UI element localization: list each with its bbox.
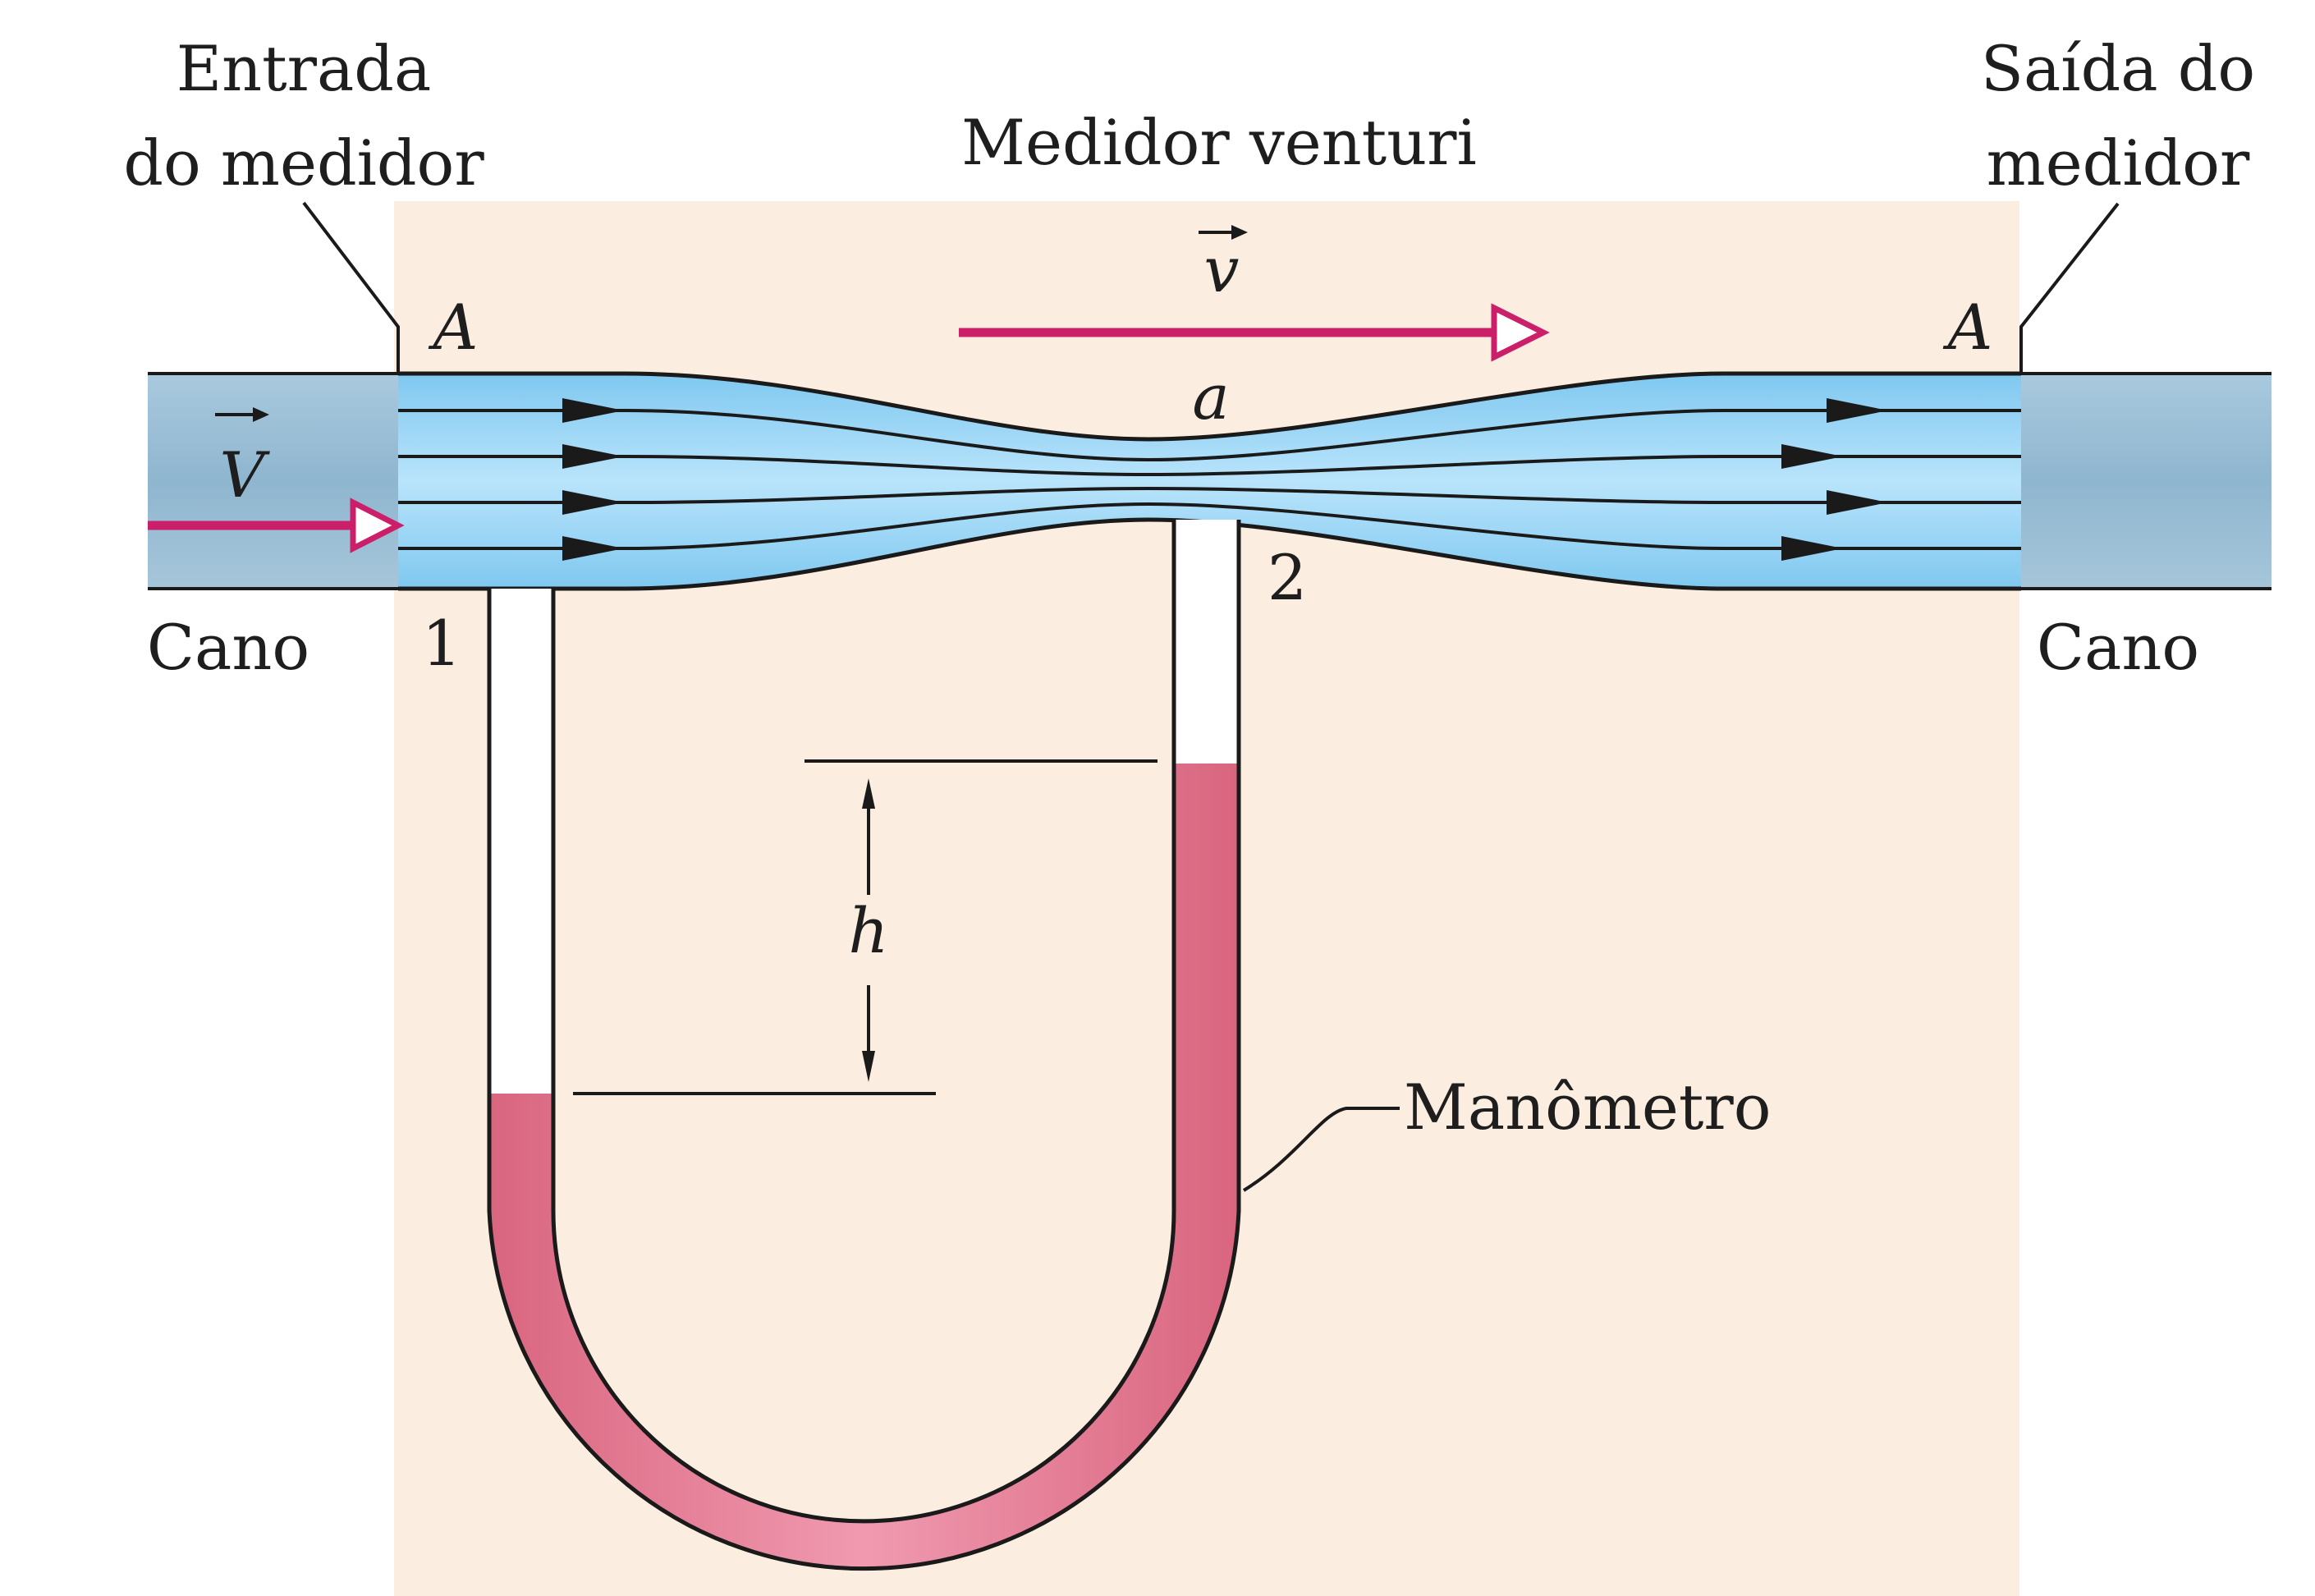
area-label-right: A	[1943, 291, 1993, 364]
velocity-label-inlet: V	[220, 438, 271, 511]
pipe-left	[148, 374, 398, 589]
velocity-arrow-throat	[959, 303, 1550, 362]
velocity-arrow-inlet	[148, 498, 405, 553]
vector-overarrow-v	[1199, 225, 1248, 240]
venturi-top-wall	[398, 371, 2021, 442]
inlet-label-line1: Entrada	[176, 32, 432, 105]
manometer-tube	[487, 520, 1241, 1571]
manometer-leader-line	[1242, 1107, 1400, 1192]
velocity-label-throat: v	[1204, 233, 1240, 306]
height-indicator	[573, 759, 1158, 1095]
diagram-title: Medidor venturi	[961, 106, 1477, 179]
venturi-fluid	[398, 374, 2021, 589]
outlet-leader-line	[2019, 202, 2120, 374]
height-label: h	[849, 894, 889, 967]
area-label-throat: a	[1192, 360, 1229, 433]
area-label-left: A	[429, 291, 479, 364]
pipe-right	[2015, 374, 2271, 589]
inlet-label-line2: do medidor	[123, 126, 484, 200]
venturi-bottom-wall	[398, 517, 2021, 591]
pipe-label-left: Cano	[147, 611, 309, 684]
outlet-label-line1: Saída do	[1981, 32, 2255, 105]
pipe-label-right: Cano	[2037, 611, 2199, 684]
manometer-label: Manômetro	[1404, 1071, 1772, 1144]
streamlines	[398, 398, 2021, 561]
inlet-leader-line	[302, 201, 400, 374]
point-label-1: 1	[422, 607, 461, 680]
vector-overarrow-V	[215, 407, 269, 422]
outlet-label-line2: medidor	[1987, 126, 2250, 200]
point-label-2: 2	[1268, 541, 1307, 614]
